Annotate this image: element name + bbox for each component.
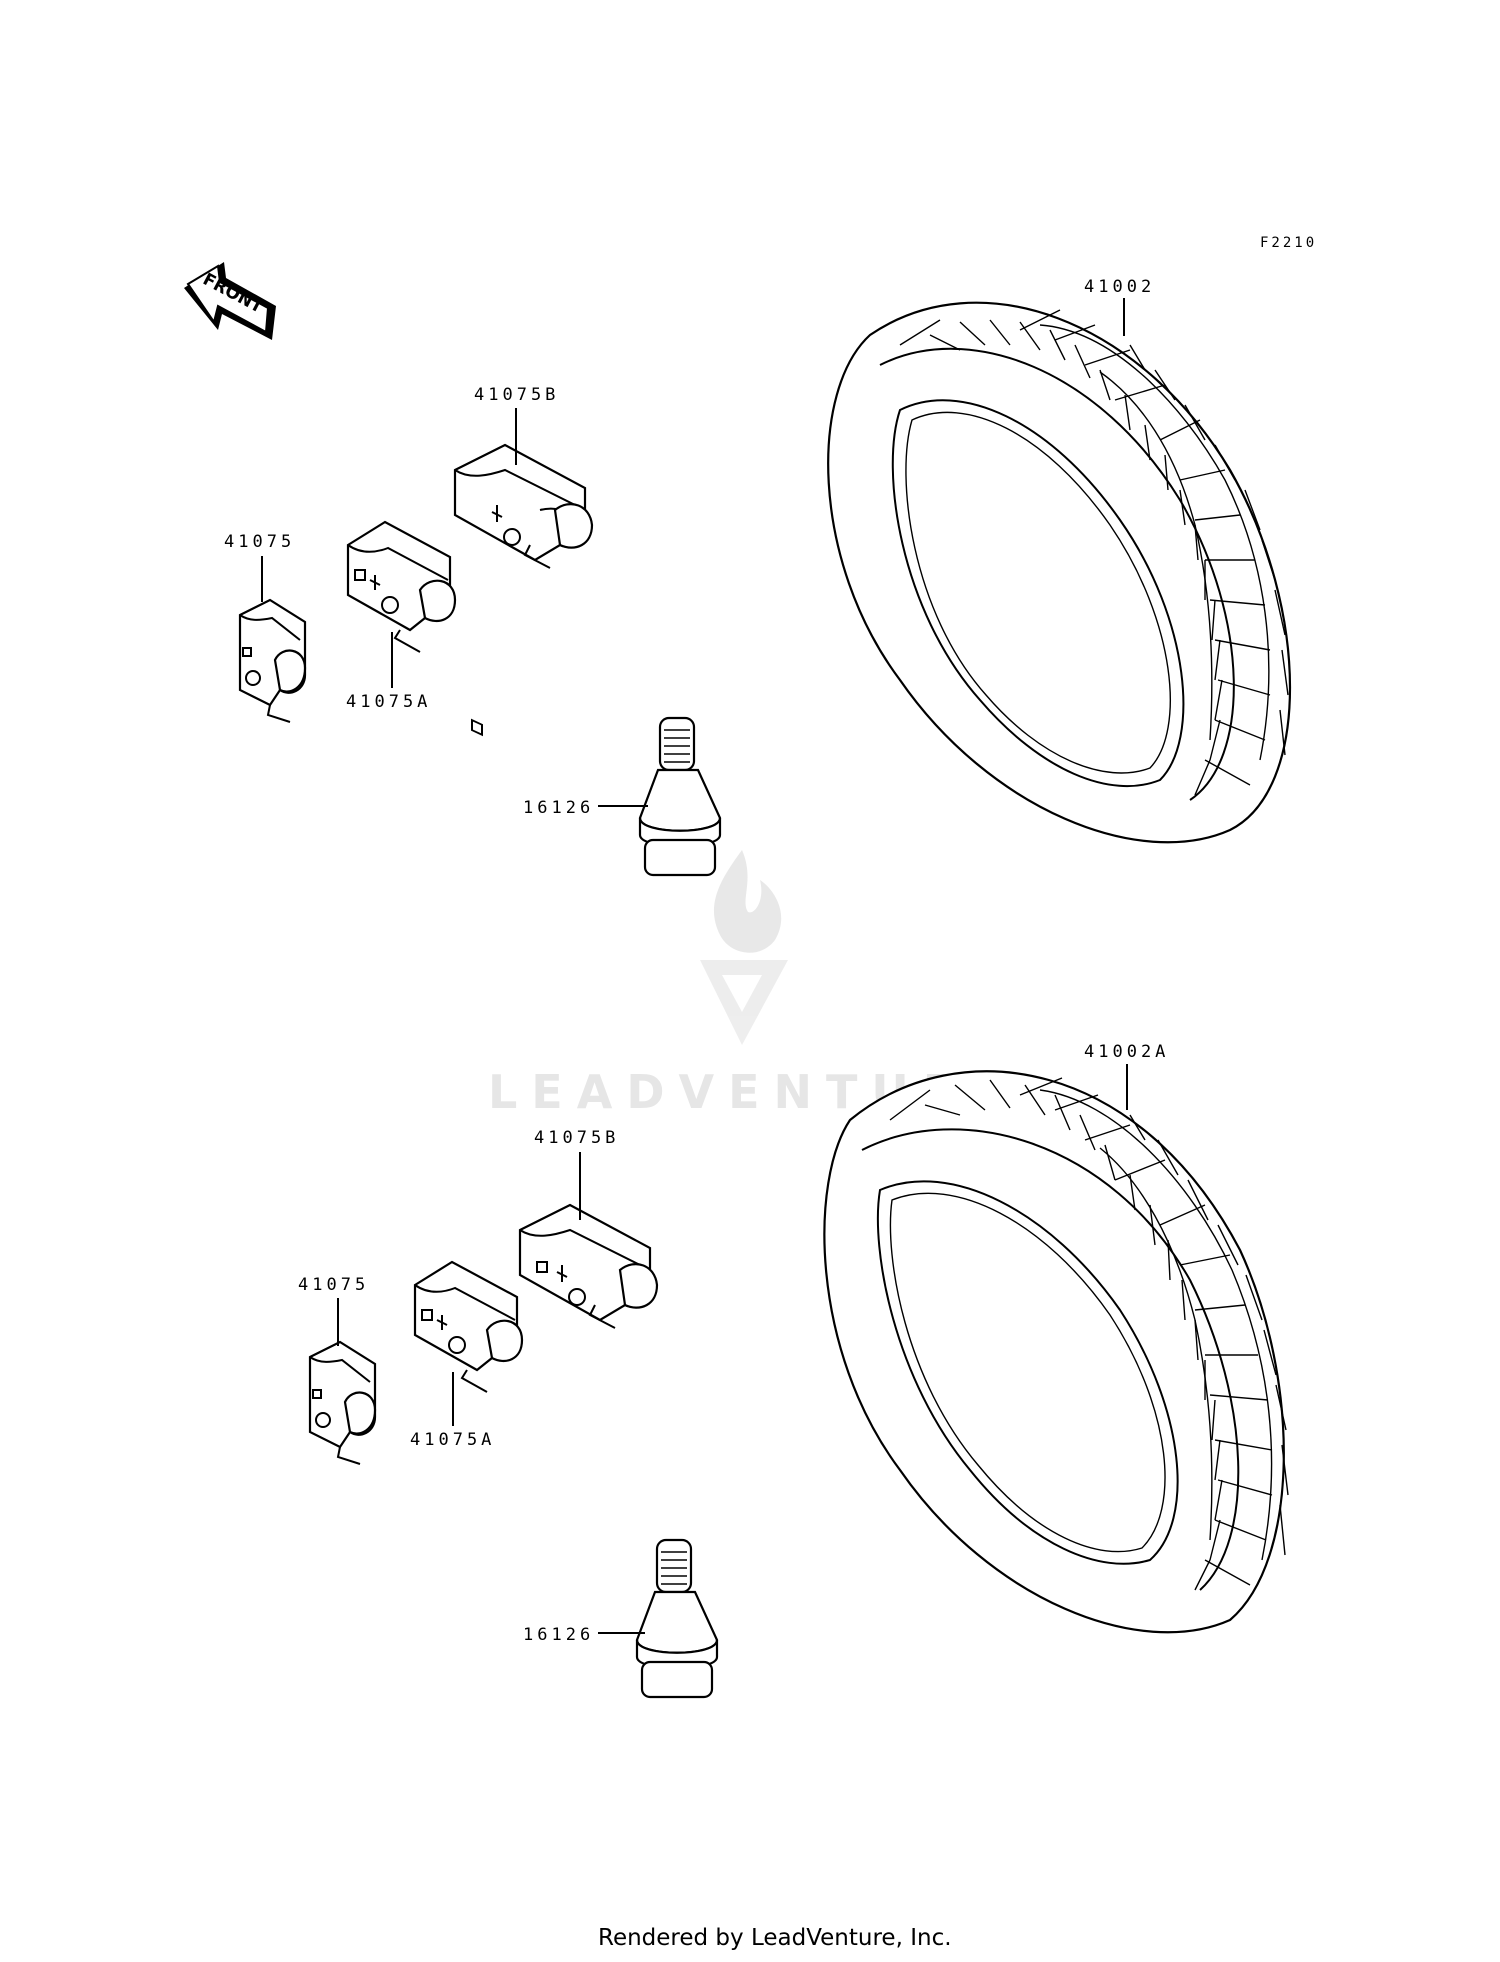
label-weight-41075a-1: 41075A xyxy=(346,692,431,712)
balance-weight-41075 xyxy=(308,1340,377,1465)
balance-weight-41075a xyxy=(413,1260,524,1393)
label-weight-41075a-2: 41075A xyxy=(410,1430,495,1450)
label-tire-41002: 41002 xyxy=(1084,277,1155,297)
footer-credit: Rendered by LeadVenture, Inc. xyxy=(598,1925,952,1951)
label-weight-41075-2: 41075 xyxy=(298,1275,369,1295)
balance-weight-41075b xyxy=(453,443,594,737)
tire-valve-16126 xyxy=(635,1538,719,1699)
tire-41002a xyxy=(823,1070,1289,1634)
tire-41002 xyxy=(827,301,1291,844)
watermark-logo xyxy=(700,850,788,1045)
diagram-code: F2210 xyxy=(1260,235,1317,251)
label-valve-16126-2: 16126 xyxy=(523,1625,594,1645)
label-weight-41075b-2: 41075B xyxy=(534,1128,619,1148)
front-arrow-icon: FRONT xyxy=(184,262,276,340)
label-weight-41075-1: 41075 xyxy=(224,532,295,552)
label-tire-41002a: 41002A xyxy=(1084,1042,1169,1062)
tire-valve-16126 xyxy=(638,716,722,877)
balance-weight-41075a xyxy=(346,520,457,653)
balance-weight-41075b xyxy=(518,1203,659,1329)
label-weight-41075b-1: 41075B xyxy=(474,385,559,405)
balance-weight-41075 xyxy=(238,598,307,723)
label-valve-16126-1: 16126 xyxy=(523,798,594,818)
